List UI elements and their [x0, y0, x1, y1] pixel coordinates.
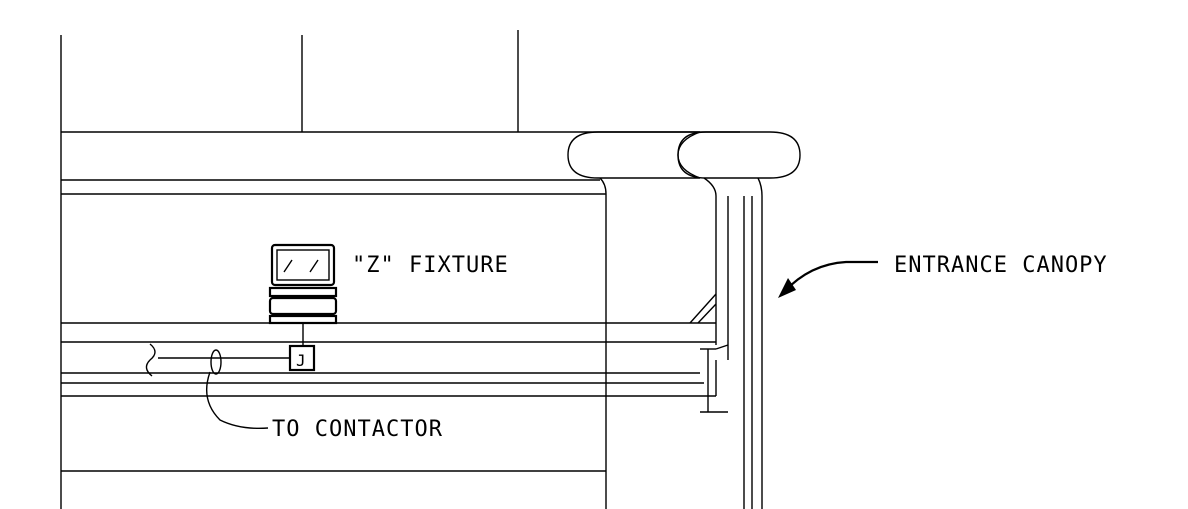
junction-box-label: J	[296, 351, 307, 370]
canopy-label: ENTRANCE CANOPY	[894, 253, 1108, 278]
beam-and-conduit	[61, 293, 717, 397]
beam-end-detail	[700, 344, 729, 413]
canopy-leader-arrow	[778, 260, 878, 298]
canopy-columns	[605, 194, 763, 509]
canopy-bullnose	[567, 131, 801, 197]
conduit-run	[145, 343, 290, 430]
z-fixture	[268, 243, 338, 346]
junction-box: J	[288, 344, 316, 372]
fixture-label: "Z" FIXTURE	[352, 253, 509, 278]
upper-wall-lines	[60, 30, 519, 509]
contactor-label: TO CONTACTOR	[272, 417, 443, 442]
